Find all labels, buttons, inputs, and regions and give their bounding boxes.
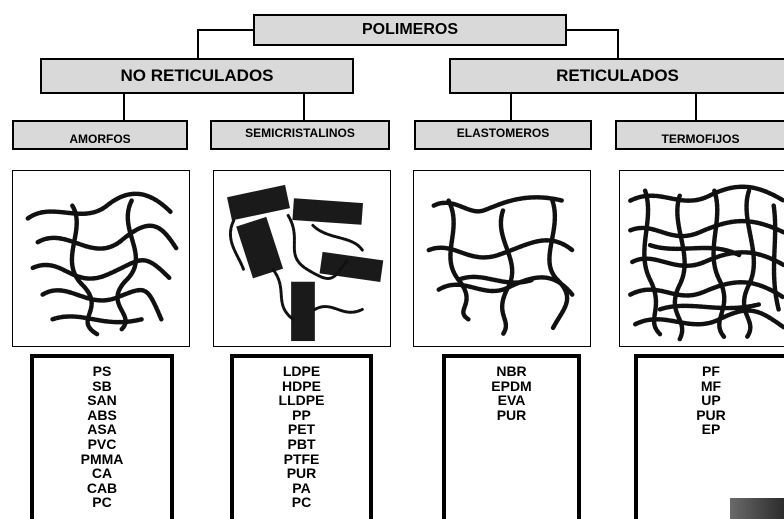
node-elastomeros: ELASTOMEROS: [414, 120, 592, 150]
polymer-item: PUR: [286, 465, 317, 482]
polymer-item: EP: [701, 421, 721, 438]
connector-line: [303, 93, 305, 121]
connector-line: [566, 29, 618, 31]
elastomer-network-image: [413, 170, 591, 347]
polymer-item: MF: [700, 377, 722, 394]
polymer-item: NBR: [496, 363, 527, 379]
polymer-item: PMMA: [80, 450, 124, 467]
polymer-item: ABS: [87, 406, 117, 423]
polymer-item: PF: [702, 363, 720, 379]
polymer-item: HDPE: [282, 377, 321, 394]
connector-line: [197, 29, 199, 59]
polymer-item: SB: [92, 377, 112, 394]
polymer-item: PVC: [87, 435, 117, 452]
node-amorfos: AMORFOS: [12, 120, 188, 150]
polymer-item: PC: [291, 494, 312, 511]
connector-line: [123, 93, 125, 121]
root-node-polimeros: POLIMEROS: [253, 14, 567, 46]
polymer-item: PTFE: [283, 450, 320, 467]
polymer-item: CA: [91, 465, 113, 482]
polymer-item: EPDM: [491, 377, 532, 394]
polymer-item: PP: [292, 406, 311, 423]
semicrystalline-chains-image: [213, 170, 391, 347]
polymer-item: PET: [287, 421, 316, 438]
polymer-item: UP: [701, 392, 721, 409]
polymer-item: PUR: [696, 406, 726, 423]
polymer-item: PUR: [496, 406, 527, 423]
thermoset-network-drawing: [628, 184, 784, 342]
amorphous-chains-image: [12, 170, 190, 347]
semicrystalline-chains-drawing: [227, 184, 384, 342]
node-reticulados: RETICULADOS: [449, 58, 784, 94]
thermoset-network-image: [619, 170, 784, 347]
polymer-item: EVA: [497, 392, 526, 409]
node-no-reticulados: NO RETICULADOS: [40, 58, 354, 94]
elastomer-network-drawing: [426, 195, 575, 337]
polymer-item: ASA: [87, 421, 117, 438]
connector-line: [617, 29, 619, 59]
node-termofijos: TERMOFIJOS: [615, 120, 784, 150]
node-semicristalinos: SEMICRISTALINOS: [210, 120, 390, 150]
polymer-item: LDPE: [282, 363, 321, 379]
corner-graphic: [730, 498, 784, 519]
polymer-item: SAN: [87, 392, 117, 409]
connector-line: [198, 29, 254, 31]
polymer-item: LLDPE: [278, 392, 325, 409]
polymer-item: PC: [92, 494, 112, 511]
polymer-item: PA: [292, 479, 311, 496]
connector-line: [510, 93, 512, 121]
polymer-item: PBT: [287, 435, 316, 452]
polymer-item: CAB: [86, 479, 118, 496]
polymer-item: PS: [92, 363, 112, 379]
amorphous-chains-drawing: [25, 191, 179, 337]
connector-line: [695, 93, 697, 121]
